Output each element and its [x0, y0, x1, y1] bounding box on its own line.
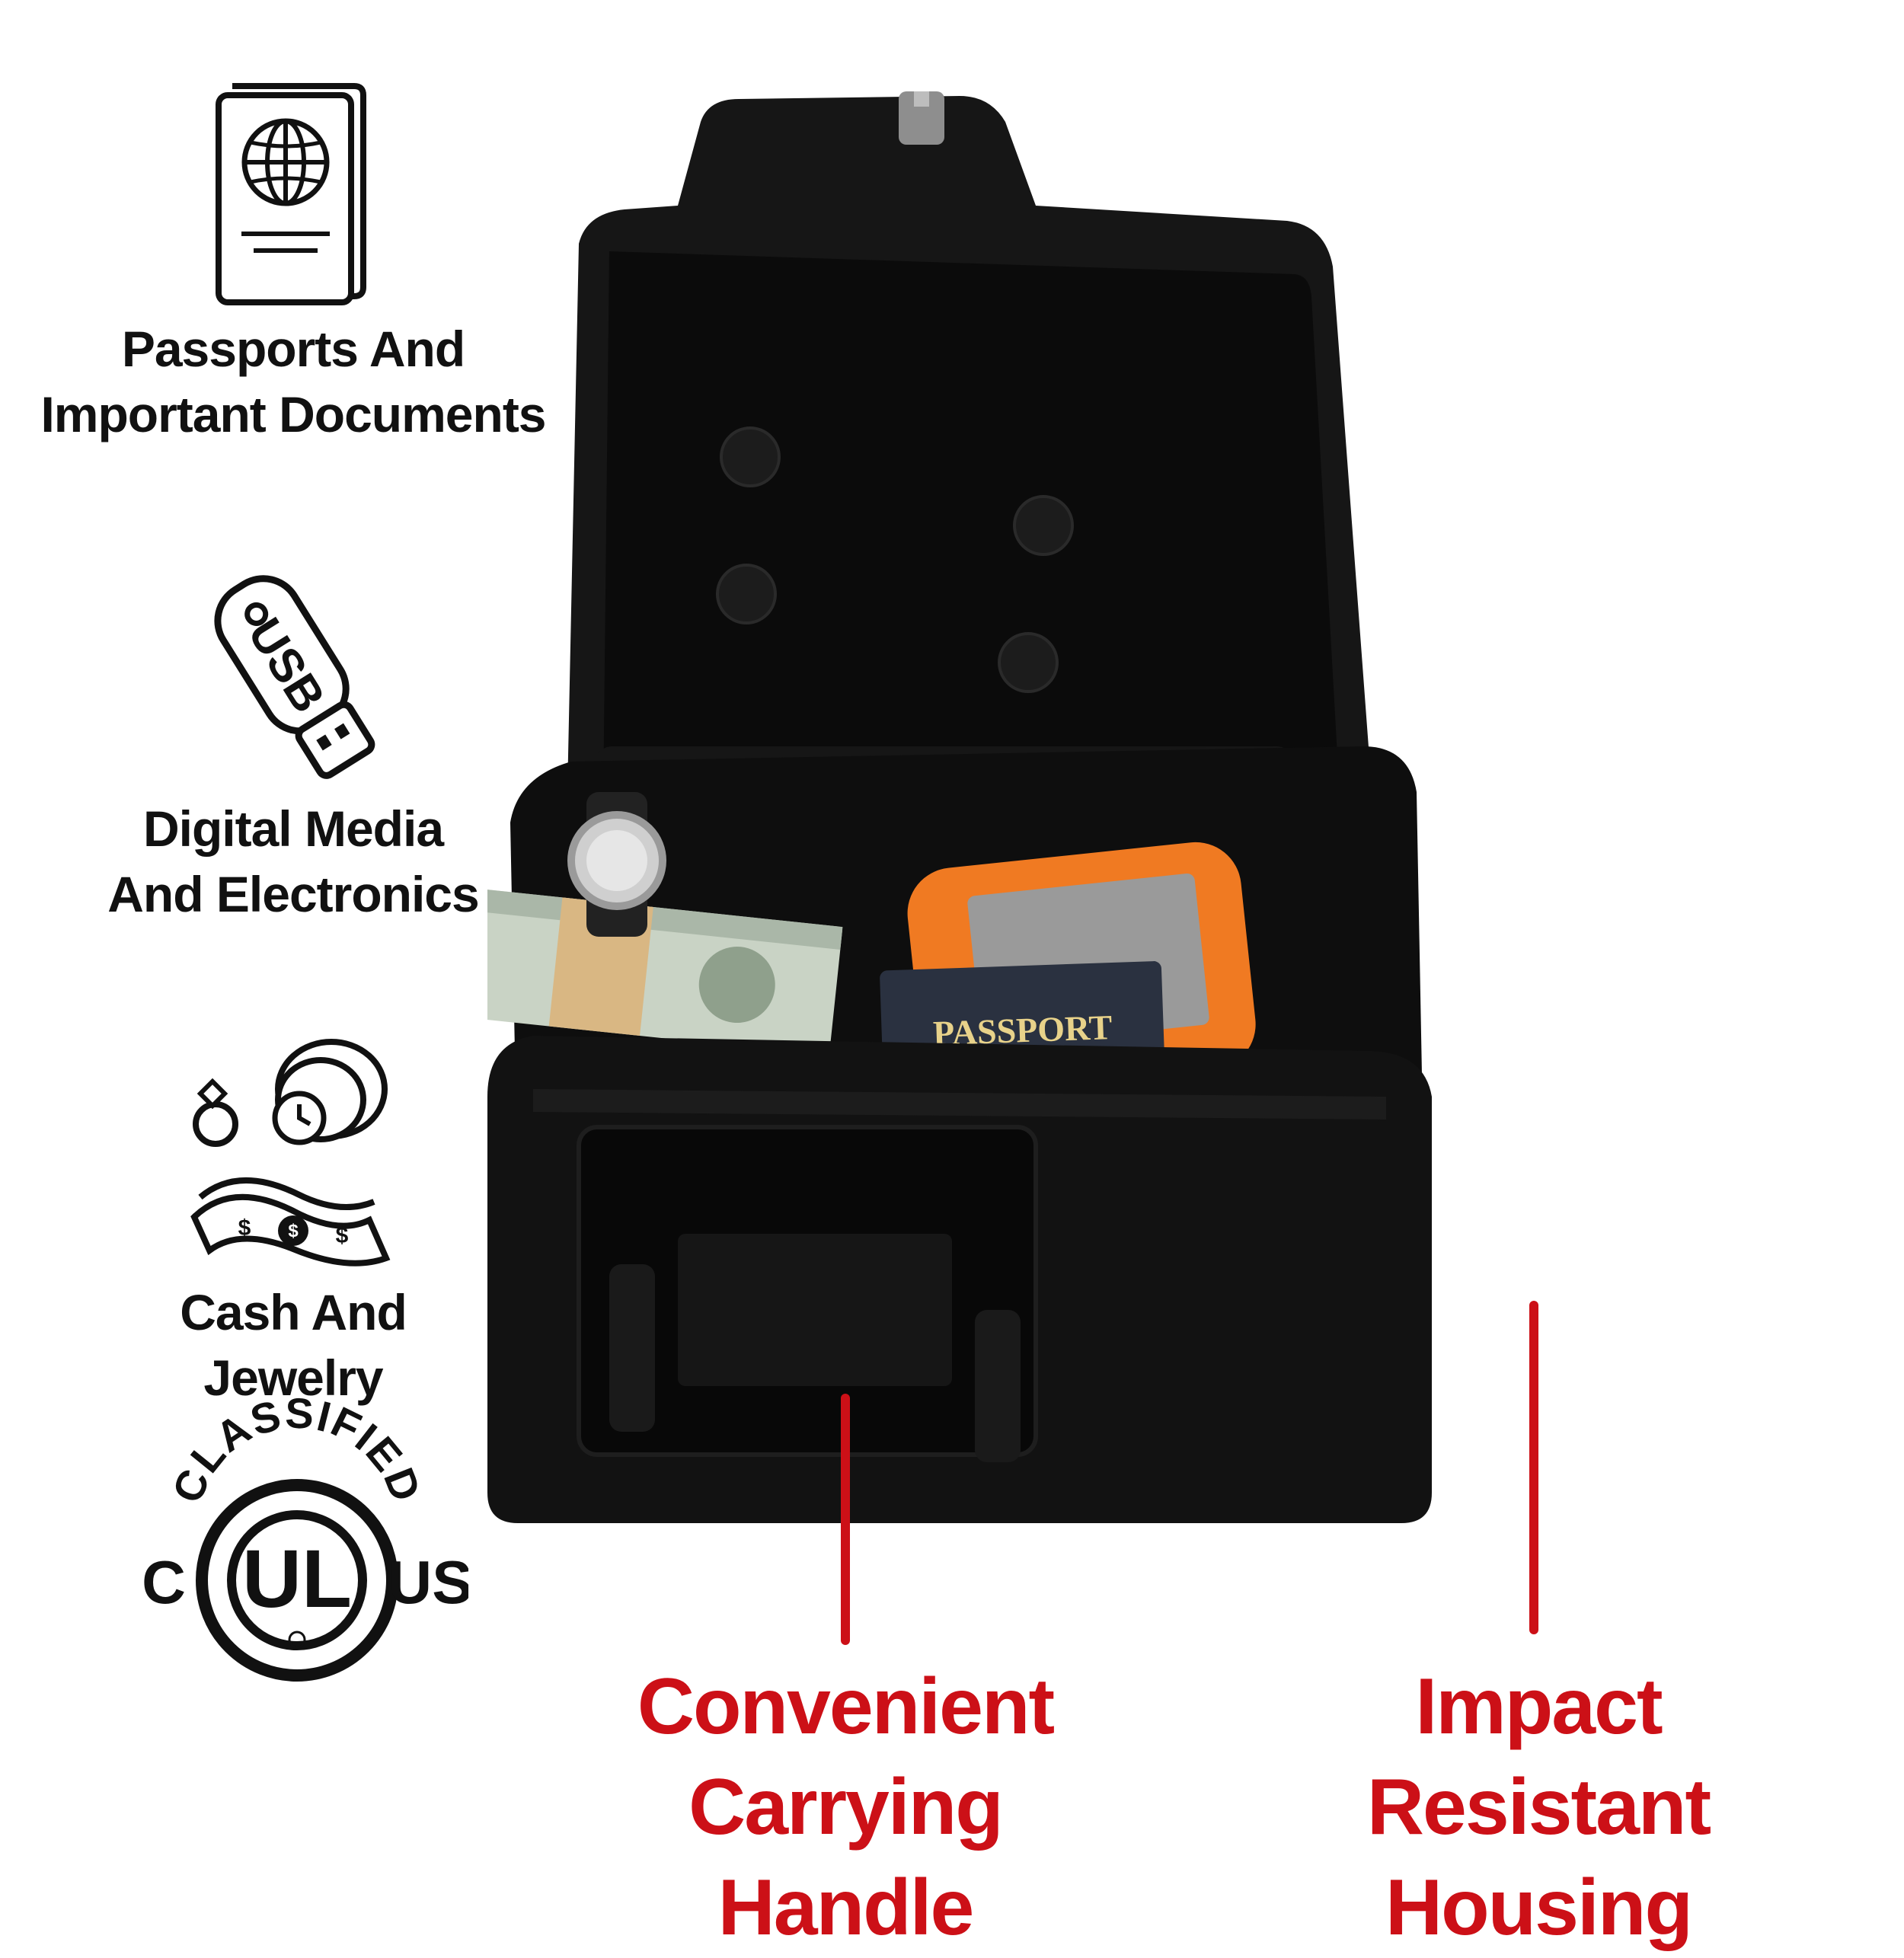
feature-digital-media: USB Digital Media And Electronics: [0, 545, 586, 927]
ul-right-text: US: [388, 1548, 468, 1616]
feature-label-line: Jewelry: [203, 1350, 383, 1406]
feature-label-line: Cash And: [180, 1284, 407, 1340]
ul-left-text: C: [142, 1548, 186, 1616]
carrying-handle: [577, 1125, 1038, 1462]
housing-callout-text: Impact Resistant Housing: [1241, 1656, 1835, 1958]
callout-line: Carrying Handle: [688, 1763, 1004, 1952]
svg-text:$: $: [238, 1215, 251, 1241]
ul-certification-logo: CLASSIFIED UL C US: [142, 1389, 468, 1682]
feature-label-line: Important Documents: [40, 386, 546, 442]
key-lock: [899, 91, 944, 145]
feature-label: Cash And Jewelry: [0, 1279, 586, 1410]
product-photo-safe-case: PASSPORT: [487, 91, 1432, 1523]
callout-line: Convenient: [637, 1663, 1055, 1751]
handle-callout-text: Convenient Carrying Handle: [579, 1656, 1112, 1958]
feature-label-line: And Electronics: [107, 866, 479, 922]
passport-icon: [216, 83, 366, 305]
feature-label-line: Digital Media: [142, 800, 444, 857]
callout-line: Impact Resistant: [1366, 1663, 1711, 1851]
feature-passports: Passports And Important Documents: [0, 72, 586, 447]
watch: [567, 792, 666, 937]
svg-text:$: $: [336, 1223, 349, 1248]
svg-text:$: $: [288, 1221, 299, 1241]
handle-callout-line: [841, 1394, 850, 1645]
usb-drive-icon: USB: [214, 575, 375, 779]
ul-center-text: UL: [242, 1532, 352, 1624]
cash-jewelry-icon: $ $ $: [190, 1039, 391, 1266]
feature-label-line: Passports And: [121, 321, 465, 377]
feature-cash-jewelry: $ $ $ Cash And Jewelry: [0, 1021, 586, 1410]
housing-callout-line: [1529, 1301, 1538, 1634]
feature-label: Digital Media And Electronics: [0, 796, 586, 927]
callout-line: Housing: [1385, 1864, 1693, 1952]
feature-label: Passports And Important Documents: [0, 316, 586, 447]
